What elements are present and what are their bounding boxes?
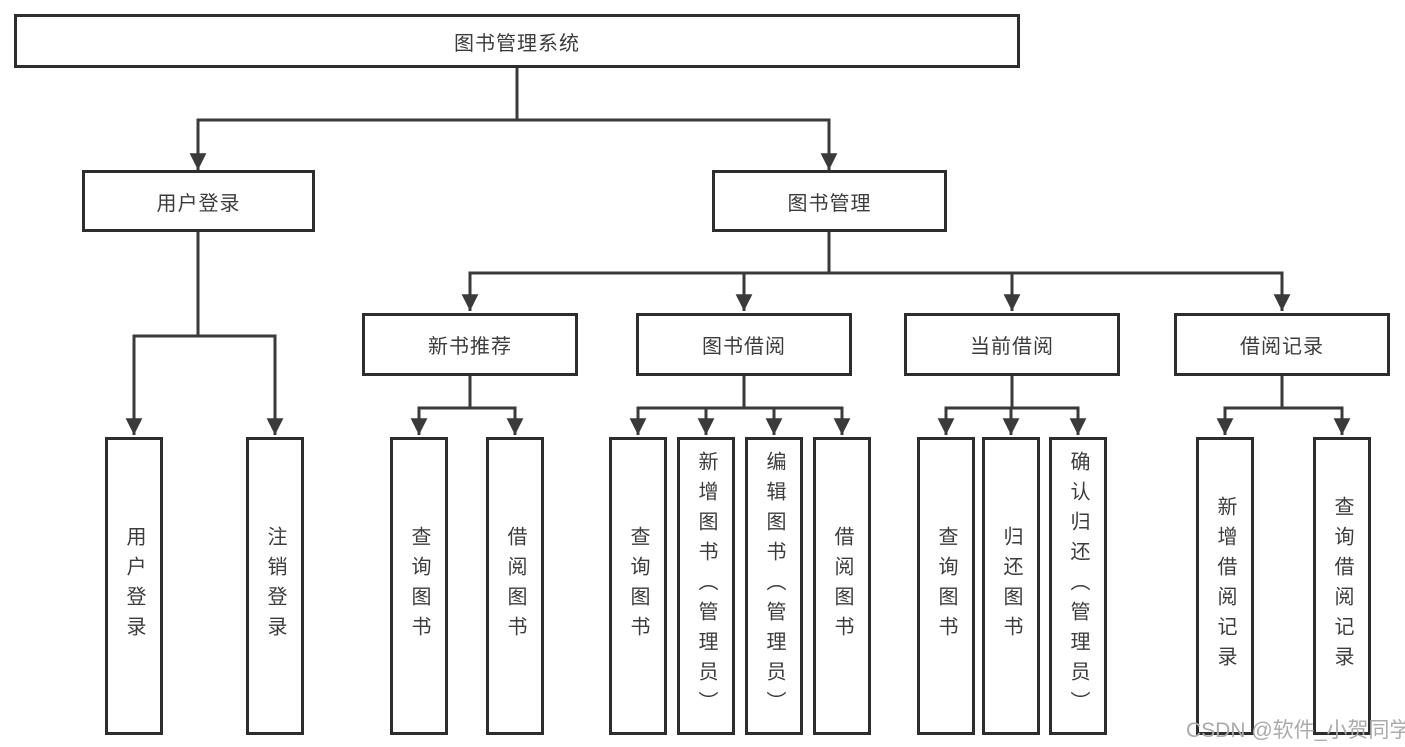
leaf-label: 新增图书（管理员） (695, 451, 717, 721)
leaf-label: 新增借阅记录 (1214, 496, 1236, 676)
node-user-login: 用户登录 (82, 170, 315, 232)
node-current-borrow: 当前借阅 (904, 313, 1120, 376)
node-label: 图书借阅 (702, 336, 786, 358)
node-label: 当前借阅 (970, 336, 1054, 358)
leaf-user-login: 用户登录 (105, 437, 163, 735)
leaf-logout: 注销登录 (246, 437, 304, 735)
node-label: 图书管理系统 (454, 32, 580, 55)
leaf-add-borrow-record: 新增借阅记录 (1196, 437, 1254, 735)
leaf-label: 编辑图书（管理员） (763, 451, 785, 721)
node-label: 用户登录 (156, 192, 241, 215)
node-label: 图书管理 (787, 192, 872, 215)
leaf-label: 查询图书 (935, 526, 957, 646)
node-borrow-records: 借阅记录 (1174, 313, 1390, 376)
leaf-label: 查询图书 (627, 526, 649, 646)
node-library-management-system: 图书管理系统 (14, 14, 1020, 68)
leaf-borrow-book-recommend: 借阅图书 (486, 437, 544, 735)
leaf-label: 借阅图书 (831, 526, 853, 646)
leaf-borrow-book: 借阅图书 (813, 437, 871, 735)
node-new-book-recommend: 新书推荐 (362, 313, 578, 376)
leaf-query-borrow-record: 查询借阅记录 (1313, 437, 1371, 735)
leaf-label: 确认归还（管理员） (1067, 451, 1089, 721)
leaf-return-book: 归还图书 (982, 437, 1040, 735)
leaf-edit-book-admin: 编辑图书（管理员） (745, 437, 803, 735)
leaf-query-book-borrow: 查询图书 (609, 437, 667, 735)
node-book-management: 图书管理 (712, 170, 947, 232)
node-label: 新书推荐 (428, 336, 512, 358)
csdn-watermark: CSDN @软件_小贺同学 (1186, 719, 1405, 742)
leaf-query-book-recommend: 查询图书 (390, 437, 448, 735)
leaf-label: 查询借阅记录 (1331, 496, 1353, 676)
leaf-label: 用户登录 (123, 526, 145, 646)
leaf-add-book-admin: 新增图书（管理员） (677, 437, 735, 735)
leaf-label: 查询图书 (408, 526, 430, 646)
leaf-query-book-current: 查询图书 (917, 437, 975, 735)
node-book-borrow: 图书借阅 (636, 313, 852, 376)
leaf-confirm-return-admin: 确认归还（管理员） (1049, 437, 1107, 735)
leaf-label: 归还图书 (1000, 526, 1022, 646)
leaf-label: 注销登录 (264, 526, 286, 646)
leaf-label: 借阅图书 (504, 526, 526, 646)
node-label: 借阅记录 (1240, 336, 1324, 358)
